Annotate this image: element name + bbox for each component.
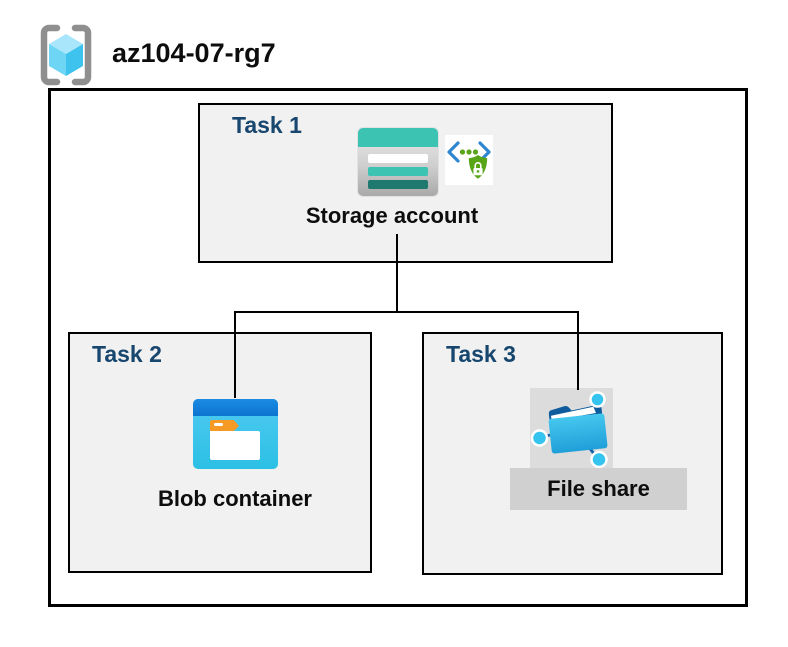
- blob-container-folder: [210, 431, 260, 460]
- blob-container-tab-dash: [214, 423, 223, 426]
- file-share-icon: [530, 388, 613, 468]
- resource-group-header: az104-07-rg7: [0, 0, 788, 100]
- file-share-label: File share: [547, 476, 650, 501]
- storage-account-icon-bar: [368, 154, 428, 163]
- task3-box: Task 3: [422, 332, 723, 575]
- resource-group-name: az104-07-rg7: [112, 38, 276, 68]
- task1-box: Task 1 Storage account: [198, 103, 613, 263]
- task3-title: Task 3: [446, 341, 516, 367]
- storage-account-icon-bar: [368, 180, 428, 189]
- storage-account-label: Storage account: [305, 203, 479, 228]
- secure-access-icon: [445, 135, 493, 185]
- storage-account-icon-bar: [368, 167, 428, 176]
- resource-group-icon: [40, 24, 92, 86]
- blob-container-icon: [193, 399, 278, 469]
- file-share-label-bar: File share: [510, 468, 687, 510]
- blob-container-folder-tab: [210, 420, 239, 431]
- blob-container-icon-header: [193, 399, 278, 416]
- file-share-icon-graphic: [530, 391, 608, 468]
- task2-box: Task 2 Blob container: [68, 332, 372, 573]
- storage-account-icon-header: [358, 128, 438, 147]
- task2-title: Task 2: [92, 341, 162, 367]
- task1-title: Task 1: [232, 112, 302, 138]
- blob-container-label: Blob container: [157, 486, 312, 511]
- storage-account-icon: [358, 128, 438, 196]
